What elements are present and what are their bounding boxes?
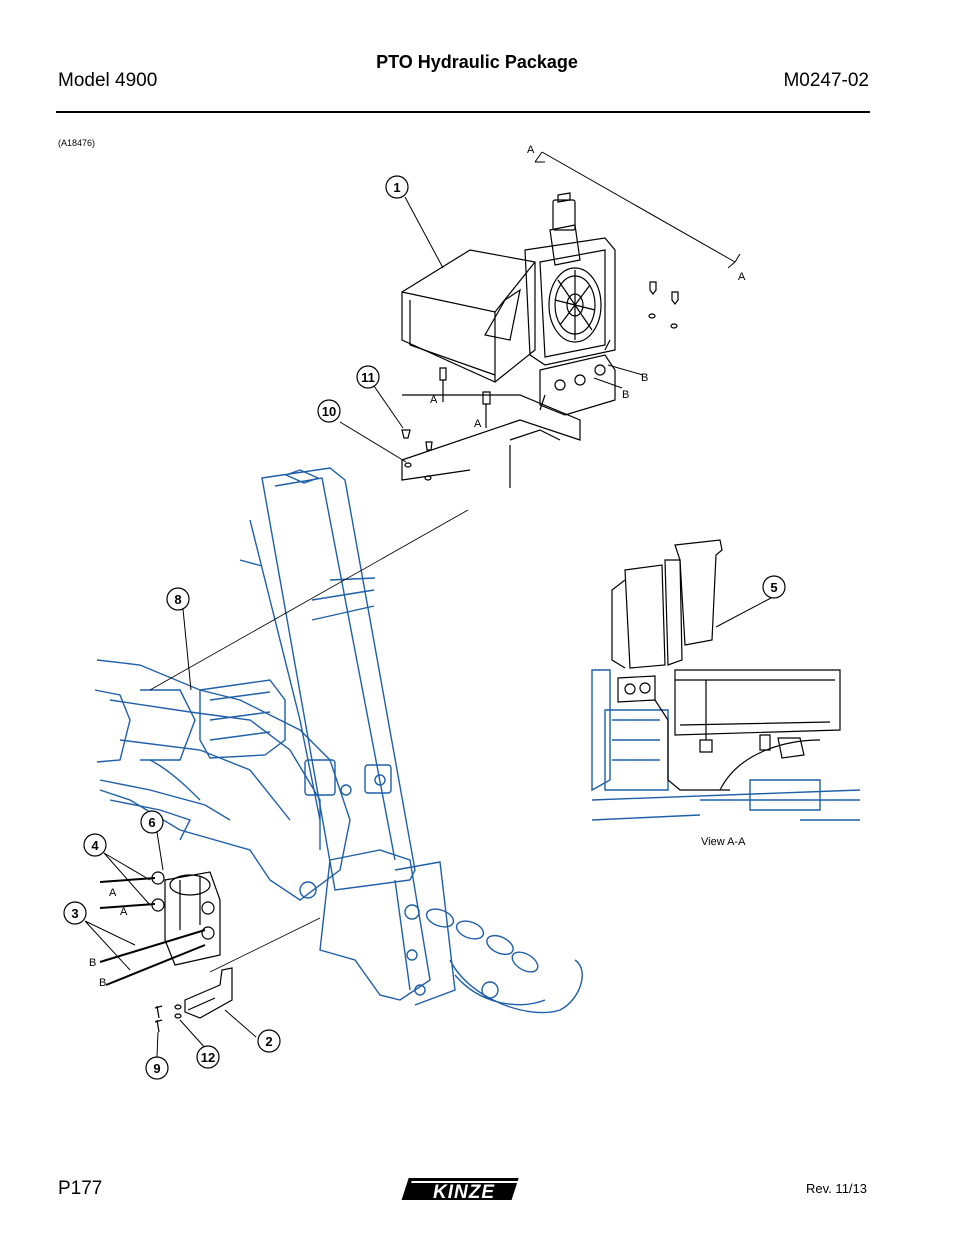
svg-text:11: 11 [361,370,375,385]
header-rule [56,111,870,113]
hose-label-b-valve-2: B [622,389,629,401]
svg-text:6: 6 [148,815,155,830]
callout-9: 9 [145,1056,169,1080]
hose-label-a-tank-1: A [430,394,438,406]
leader-lines [84,196,772,1058]
document-number: M0247-02 [783,70,869,91]
callout-10: 10 [317,399,341,423]
section-label-a-bottom: A [738,271,746,283]
hose-label-b-pump-1: B [89,957,96,969]
kinze-logo: KINZE [401,1178,520,1203]
tractor-frame-drawing [94,467,861,1014]
callout-11: 11 [356,365,380,389]
svg-text:8: 8 [174,592,181,607]
page-number: P177 [58,1178,103,1199]
hose-label-b-pump-2: B [99,977,106,989]
callout-12: 12 [196,1045,220,1069]
page-title: PTO Hydraulic Package [376,52,578,72]
callout-1: 1 [385,175,409,199]
callout-8: 8 [166,587,190,611]
svg-text:5: 5 [770,580,777,595]
section-label-a-top: A [527,144,535,156]
svg-text:2: 2 [265,1034,272,1049]
hose-label-a-pump-2: A [120,906,128,918]
svg-text:1: 1 [393,180,400,195]
callout-4: 4 [83,833,107,857]
model-name: Model 4900 [58,70,158,91]
callout-6: 6 [140,810,164,834]
hose-label-a-tank-2: A [474,418,482,430]
svg-text:9: 9 [153,1061,160,1076]
callout-2: 2 [257,1029,281,1053]
svg-text:4: 4 [91,838,99,853]
revision-date: Rev. 11/13 [806,1181,867,1196]
callout-3: 3 [63,901,87,925]
svg-text:10: 10 [322,404,336,419]
figure-id: (A18476) [58,138,96,148]
svg-text:3: 3 [71,906,78,921]
svg-text:12: 12 [201,1050,215,1065]
hydraulic-package-drawing [99,151,841,1033]
view-caption: View A-A [701,836,746,848]
hose-label-a-pump-1: A [109,887,117,899]
callout-5: 5 [762,575,786,599]
svg-text:KINZE: KINZE [433,1182,495,1203]
hose-label-b-valve-1: B [641,372,648,384]
letter-labels: A A A A B B A A B B [89,144,746,989]
